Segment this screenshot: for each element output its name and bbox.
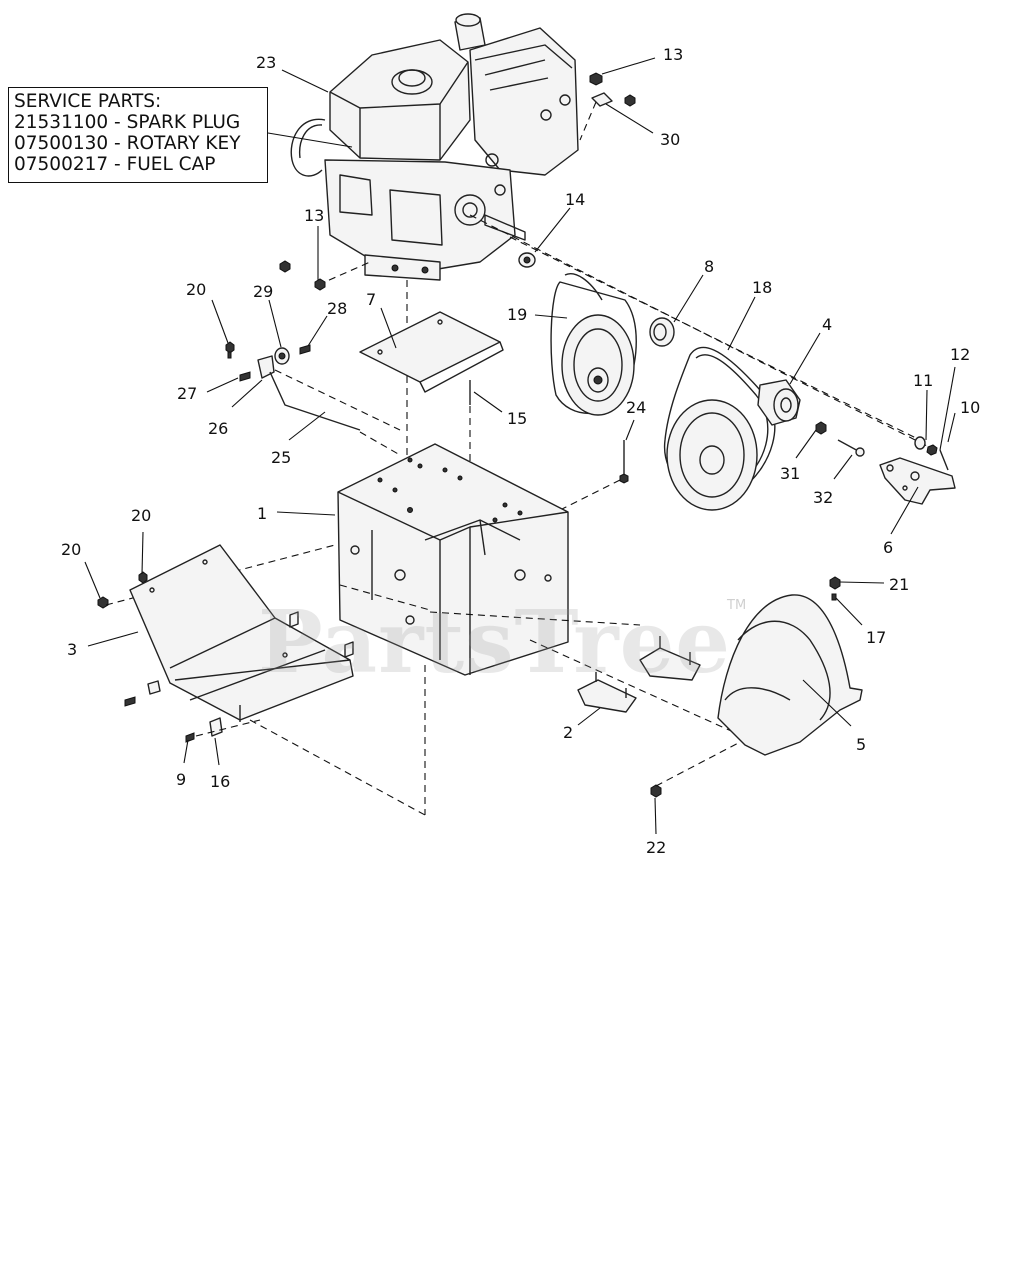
control-rod (269, 369, 401, 456)
callout-15: 15 (507, 409, 527, 428)
callout-20: 20 (61, 540, 81, 559)
callout-17: 17 (866, 628, 886, 647)
callout-25: 25 (271, 448, 291, 467)
service-part-fuel-cap: 07500217 - FUEL CAP (14, 154, 216, 175)
callout-8: 8 (704, 257, 714, 276)
engine (290, 13, 579, 281)
frame-1 (337, 443, 741, 815)
watermark-trademark: TM (727, 598, 747, 613)
callout-28: 28 (327, 299, 347, 318)
callout-13: 13 (663, 45, 683, 64)
callout-20: 20 (131, 506, 151, 525)
callout-12: 12 (950, 345, 970, 364)
callout-numbers: 23 13 30 13 14 8 18 19 4 12 11 10 20 29 … (61, 45, 980, 857)
service-parts-heading: SERVICE PARTS: (14, 91, 162, 112)
callout-11: 11 (913, 371, 933, 390)
callout-26: 26 (208, 419, 228, 438)
callout-13: 13 (304, 206, 324, 225)
callout-2: 2 (563, 723, 573, 742)
service-part-spark-plug: 21531100 - SPARK PLUG (14, 112, 241, 133)
callout-24: 24 (626, 398, 646, 417)
callout-5: 5 (856, 735, 866, 754)
service-parts-box: SERVICE PARTS: 21531100 - SPARK PLUG 075… (8, 87, 268, 183)
callout-27: 27 (177, 384, 197, 403)
callout-1: 1 (257, 504, 267, 523)
large-pulley (666, 399, 758, 511)
callout-21: 21 (889, 575, 909, 594)
callout-32: 32 (813, 488, 833, 507)
callout-23: 23 (256, 53, 276, 72)
callout-30: 30 (660, 130, 680, 149)
watermark: PartsTree (258, 592, 732, 693)
callout-10: 10 (960, 398, 980, 417)
callout-29: 29 (253, 282, 273, 301)
crankshaft-axis (509, 236, 921, 441)
plate-7 (359, 311, 504, 393)
callout-4: 4 (822, 315, 832, 334)
callout-3: 3 (67, 640, 77, 659)
shield-3 (129, 544, 426, 816)
drive-pulley (550, 273, 637, 416)
callout-14: 14 (565, 190, 585, 209)
pulley-axis (469, 214, 936, 451)
callout-31: 31 (780, 464, 800, 483)
bracket-2 (577, 636, 701, 713)
idler-bracket (879, 436, 956, 505)
leader-lines (84, 57, 956, 835)
callout-6: 6 (883, 538, 893, 557)
belt-cover-5 (717, 594, 863, 756)
callout-7: 7 (366, 290, 376, 309)
callout-16: 16 (210, 772, 230, 791)
pulley-4 (757, 379, 801, 426)
callout-19: 19 (507, 305, 527, 324)
callout-22: 22 (646, 838, 666, 857)
callout-20: 20 (186, 280, 206, 299)
bearing-8 (649, 317, 675, 347)
callout-18: 18 (752, 278, 772, 297)
callout-9: 9 (176, 770, 186, 789)
service-part-rotary-key: 07500130 - ROTARY KEY (14, 133, 241, 154)
